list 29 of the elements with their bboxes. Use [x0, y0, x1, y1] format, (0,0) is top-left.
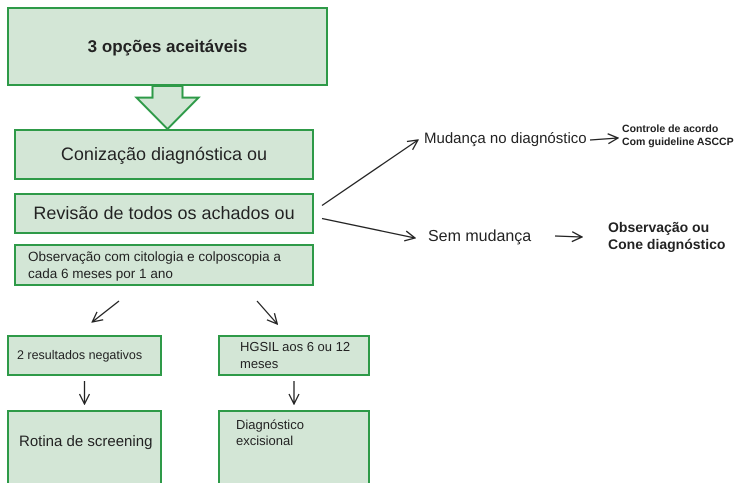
process-box	[7, 335, 162, 376]
process-box	[14, 129, 314, 180]
block-arrow	[134, 85, 201, 130]
process-box	[218, 410, 370, 483]
box-text: Observação com citologia e colposcopia a cada 6 meses por 1 ano	[28, 248, 282, 282]
process-box	[218, 335, 370, 376]
flow-text: Observação ou Cone diagnóstico	[608, 218, 726, 254]
box-text: Rotina de screening	[19, 432, 152, 452]
flow-text: Controle de acordo Com guideline ASCCP	[622, 122, 735, 150]
arrow	[92, 300, 120, 323]
arrow	[590, 133, 619, 144]
arrow	[322, 218, 416, 242]
box-text: 3 opções aceitáveis	[88, 36, 248, 58]
arrow	[322, 139, 419, 206]
flow-text: Mudança no diagnóstico	[424, 130, 587, 148]
box-text: Revisão de todos os achados ou	[33, 202, 295, 225]
box-text: 2 resultados negativos	[17, 348, 142, 364]
arrow	[256, 300, 278, 325]
flow-text: Sem mudança	[428, 227, 532, 247]
arrow	[288, 381, 300, 405]
process-box	[7, 7, 328, 86]
arrow	[554, 230, 583, 242]
box-text: HGSIL aos 6 ou 12 meses	[240, 339, 352, 372]
process-box	[14, 193, 314, 234]
arrow	[78, 381, 90, 405]
process-box	[7, 410, 162, 483]
box-text: Diagnóstico excisional	[236, 416, 305, 450]
process-box	[14, 244, 314, 286]
box-text: Conização diagnóstica ou	[60, 143, 268, 166]
